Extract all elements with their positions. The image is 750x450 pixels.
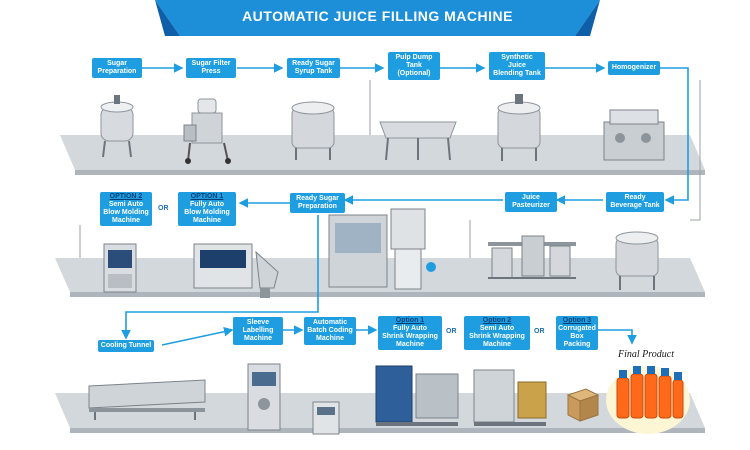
sleeve-labeller-icon xyxy=(247,363,281,431)
blow-molding-machine-icon xyxy=(103,243,137,293)
or-label: OR xyxy=(158,205,169,212)
pulp-dump-tank-icon xyxy=(379,121,457,161)
or-label: OR xyxy=(534,328,545,335)
jacketed-tank-icon xyxy=(100,95,134,158)
homogenizer-icon xyxy=(603,109,665,161)
page-title: AUTOMATIC JUICE FILLING MACHINE xyxy=(242,8,513,24)
shrink-wrapper-icon xyxy=(375,365,459,426)
batch-coder-icon xyxy=(312,401,340,435)
pasteurizer-icon xyxy=(488,235,576,279)
final-product-label: Final Product xyxy=(618,349,675,360)
title-banner: AUTOMATIC JUICE FILLING MACHINE xyxy=(155,0,600,36)
blow-molding-machine-icon xyxy=(193,243,279,298)
blending-tank-icon xyxy=(497,94,541,161)
carton-box-icon xyxy=(566,388,600,422)
homogenizer-box: Homogenizer xyxy=(608,61,660,75)
beverage-tank-icon xyxy=(615,231,659,290)
or-label: OR xyxy=(446,328,457,335)
bottle-pack-icon xyxy=(606,366,690,434)
banner-shape xyxy=(155,0,600,36)
cooling-tunnel-box: Cooling Tunnel xyxy=(98,340,154,352)
filling-machine-icon xyxy=(328,208,436,290)
cooling-tunnel-icon xyxy=(88,379,206,420)
syrup-tank-icon xyxy=(291,101,335,160)
shrink-wrapper-icon xyxy=(473,369,547,426)
filter-press-icon xyxy=(183,98,231,164)
